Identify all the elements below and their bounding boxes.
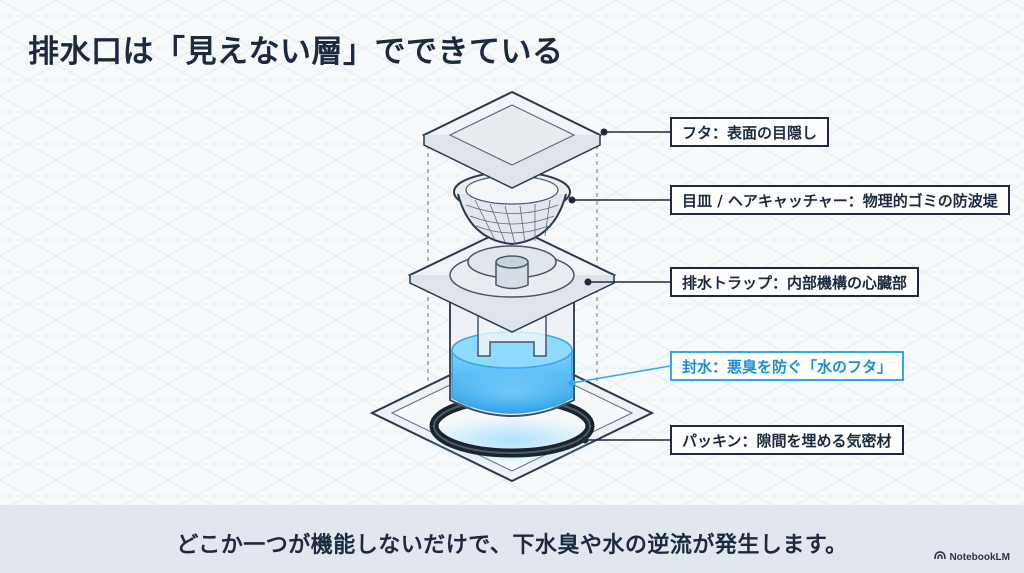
leader-lines — [571, 131, 671, 441]
brand-label: NotebookLM — [949, 551, 1010, 563]
lid — [421, 90, 603, 189]
basket — [453, 171, 571, 246]
drain-exploded-diagram — [369, 90, 671, 483]
leader-dots — [568, 128, 608, 444]
notebooklm-logo-icon — [934, 551, 947, 563]
trap-body — [440, 300, 584, 418]
lid-label: フタ：表面の目隠し — [670, 117, 830, 147]
notebooklm-watermark: NotebookLM — [934, 551, 1010, 563]
bottom-message: どこか一つが機能しないだけで、下水臭や水の逆流が発生します。 — [176, 533, 848, 558]
page-title: 排水口は「見えない層」でできている — [28, 34, 564, 70]
water-seal-label: 封水：悪臭を防ぐ「水のフタ」 — [670, 351, 905, 381]
trap-flange — [407, 224, 617, 333]
bottom-banner: どこか一つが機能しないだけで、下水臭や水の逆流が発生します。 NotebookL… — [0, 505, 1024, 573]
packing-label: パッキン：隙間を埋める気密材 — [670, 425, 904, 455]
trap-label: 排水トラップ：内部機構の心臓部 — [670, 267, 920, 297]
basket-label: 目皿 / ヘアキャッチャー：物理的ゴミの防波堤 — [670, 185, 1010, 215]
